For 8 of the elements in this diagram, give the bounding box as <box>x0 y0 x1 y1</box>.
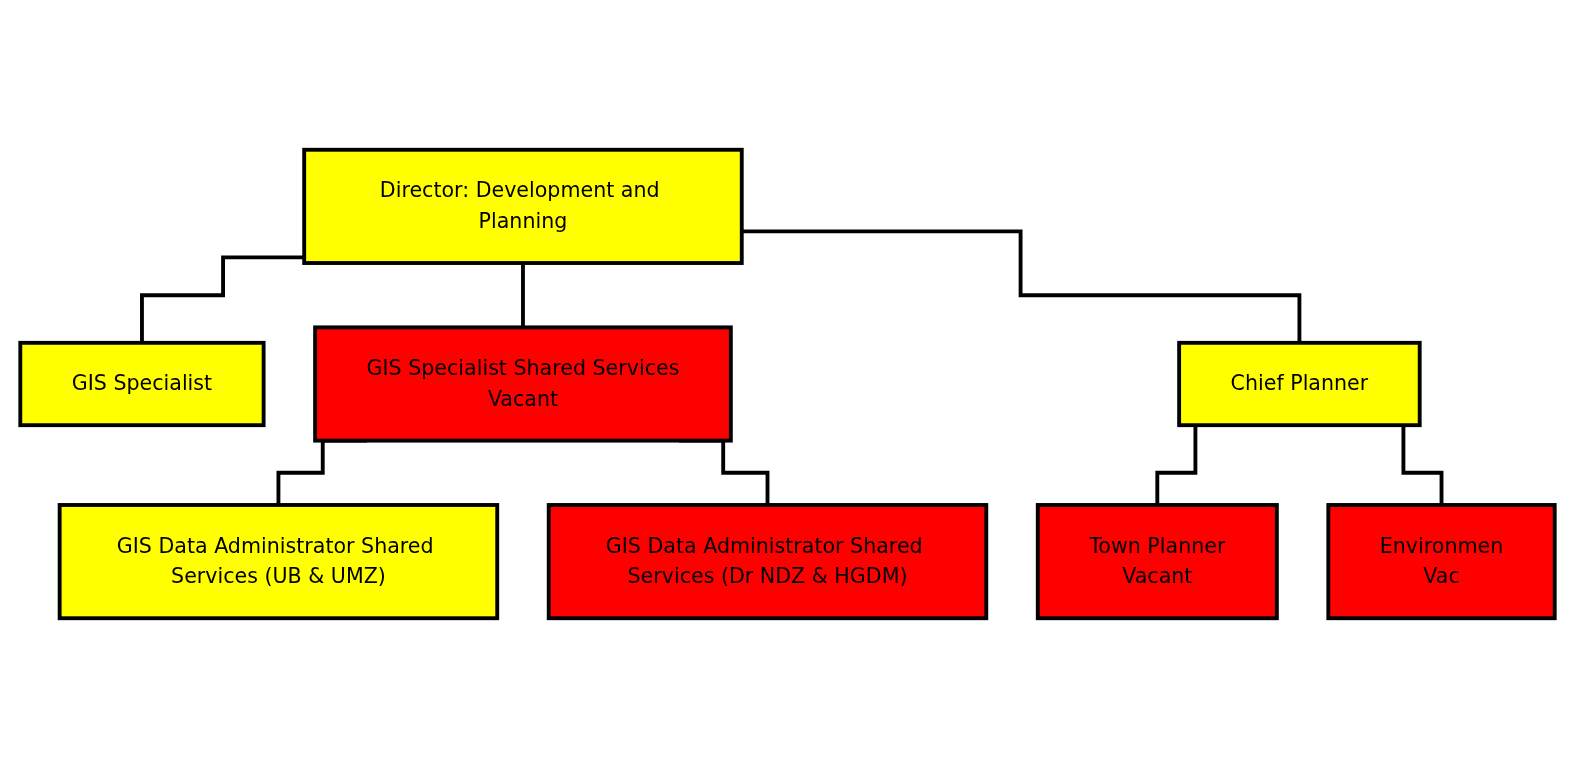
node-box: Environmen Vac <box>1326 502 1557 620</box>
node-box: Chief Planner <box>1177 340 1422 427</box>
node-box: GIS Specialist Shared Services Vacant <box>313 324 733 443</box>
node-box: GIS Specialist <box>18 340 266 427</box>
node-box: Director: Development and Planning <box>302 147 744 265</box>
node-box: Town Planner Vacant <box>1035 502 1279 620</box>
node-box: GIS Data Administrator Shared Services (Dr NDZ & HGDM) <box>546 502 989 620</box>
node-box: GIS Data Administrator Shared Services (UB & UMZ) <box>57 502 500 620</box>
